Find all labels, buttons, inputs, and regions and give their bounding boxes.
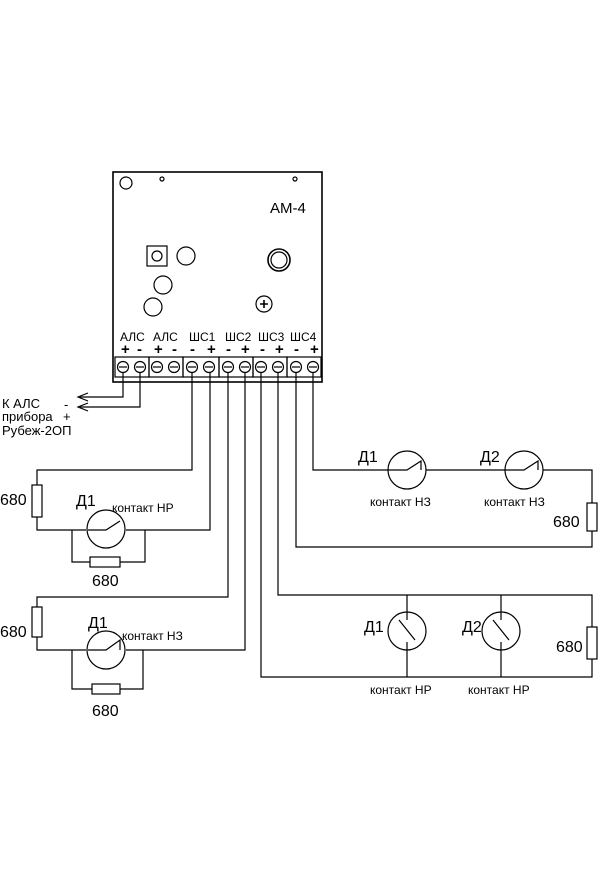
polarity-sign: + xyxy=(310,341,319,358)
polarity-sign: + xyxy=(275,341,284,358)
module-body xyxy=(112,171,323,383)
terminal-block xyxy=(114,356,322,378)
button-icon xyxy=(146,245,168,267)
loop4-end-resistor xyxy=(586,502,598,532)
led-icon xyxy=(153,275,173,295)
loop1-detector-icon xyxy=(86,509,126,549)
polarity-sign: - xyxy=(190,341,195,358)
als-wire-minus xyxy=(80,373,124,398)
sounder-inner-icon xyxy=(270,251,288,269)
loop1-contact-label: контакт НР xyxy=(112,501,174,515)
arrow-icon xyxy=(76,402,89,412)
loop3-c2-label: контакт НР xyxy=(468,683,530,697)
loop2-detector-label: Д1 xyxy=(88,615,108,632)
loop2-parallel-resistor xyxy=(91,683,121,695)
als-plus: + xyxy=(63,409,71,424)
loop1-detector-label: Д1 xyxy=(76,493,96,510)
loop4-wire-return xyxy=(295,373,593,548)
loop1-parallel-label: 680 xyxy=(92,573,119,590)
loop2-parallel-label: 680 xyxy=(92,703,119,720)
loop1-end-resistor xyxy=(31,484,43,518)
loop3-resistor-label: 680 xyxy=(556,639,583,656)
loop3-d1-contact-icon xyxy=(398,612,416,650)
loop1-resistor-label: 680 xyxy=(0,492,27,509)
loop4-d1-label: Д1 xyxy=(358,449,378,466)
terminal-label-als1: АЛС xyxy=(120,330,145,344)
loop2-detector-icon xyxy=(86,630,126,670)
terminal-screws xyxy=(116,360,320,374)
mount-hole-icon xyxy=(119,176,133,190)
als-label-line1: К АЛС xyxy=(2,396,40,411)
terminal-label-shs1: ШС1 xyxy=(189,330,216,344)
polarity-sign: + xyxy=(121,341,130,358)
loop4-wire xyxy=(312,373,593,503)
polarity-sign: - xyxy=(226,341,231,358)
mount-dot-icon xyxy=(159,176,165,182)
loop4-resistor-label: 680 xyxy=(553,514,580,531)
terminal-label-als2: АЛС xyxy=(153,330,178,344)
polarity-sign: + xyxy=(241,341,250,358)
als-wire-plus xyxy=(80,373,141,408)
loop3-wire-return xyxy=(260,373,593,678)
polarity-sign: + xyxy=(207,341,216,358)
als-label-line3: Рубеж-2ОП xyxy=(2,423,71,438)
loop4-d2-contact-icon xyxy=(505,459,539,471)
button-cap-icon xyxy=(151,250,163,262)
polarity-sign: - xyxy=(294,341,299,358)
sounder-icon xyxy=(267,248,291,272)
loop2-contact-icon xyxy=(88,638,121,651)
loop2-wire-minus xyxy=(36,373,229,607)
loop2-resistor-label: 680 xyxy=(0,624,27,641)
terminal-label-shs2: ШС2 xyxy=(225,330,252,344)
loop2-contact-label: контакт НЗ xyxy=(122,629,183,643)
loop2-end-resistor xyxy=(31,606,43,638)
arrow-icon xyxy=(76,392,89,402)
polarity-sign: - xyxy=(137,341,142,358)
loop1-parallel-resistor xyxy=(89,556,121,568)
loop3-end-resistor xyxy=(586,626,598,660)
led-icon xyxy=(176,246,196,266)
loop1-wire-minus xyxy=(36,373,193,485)
loop4-d2-label: Д2 xyxy=(480,449,500,466)
screw-slot-icon xyxy=(260,300,268,308)
loop2-wire-return xyxy=(36,373,246,690)
module-title: АМ-4 xyxy=(270,200,306,217)
loop3-d2-contact-icon xyxy=(492,612,510,650)
loop1-contact-icon xyxy=(88,520,121,531)
loop3-d1-label: Д1 xyxy=(364,619,384,636)
polarity-sign: - xyxy=(260,341,265,358)
als-label-line2: прибора xyxy=(2,409,53,424)
loop3-wire-plus xyxy=(277,373,593,627)
loop4-c2-label: контакт НЗ xyxy=(484,495,545,509)
mount-dot-icon xyxy=(292,176,298,182)
loop3-d2-label: Д2 xyxy=(462,619,482,636)
loop4-c1-label: контакт НЗ xyxy=(370,495,431,509)
screw-icon xyxy=(255,295,273,313)
terminal-label-shs4: ШС4 xyxy=(290,330,317,344)
loop1-wire-return xyxy=(36,373,211,563)
terminal-label-shs3: ШС3 xyxy=(258,330,285,344)
polarity-sign: - xyxy=(172,341,177,358)
loop4-d1-contact-icon xyxy=(388,459,422,471)
als-minus: - xyxy=(64,397,68,412)
polarity-sign: + xyxy=(154,341,163,358)
led-icon xyxy=(143,297,163,317)
loop3-c1-label: контакт НР xyxy=(370,683,432,697)
